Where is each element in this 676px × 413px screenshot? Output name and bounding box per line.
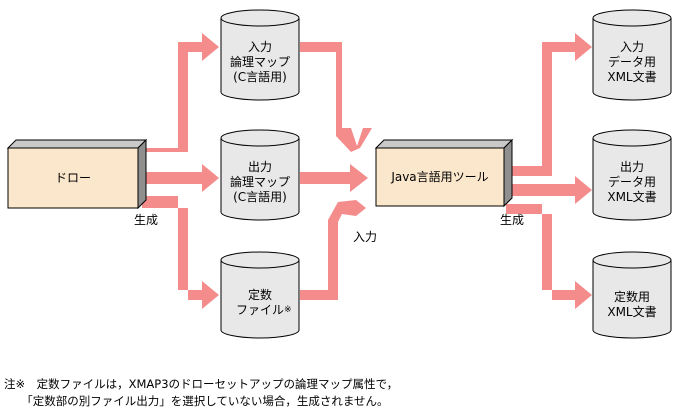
output-logical-map-label: 出力 論理マップ (C言語用) — [229, 160, 290, 204]
output-data-xml-cylinder — [592, 129, 672, 221]
footnote-line-2: 「定数部の別ファイル出力」を選択していない場合，生成されません。 — [4, 394, 389, 408]
constants-xml-label: 定数用 XML文書 — [607, 290, 657, 319]
input-data-xml-cylinder — [592, 9, 672, 101]
output-logical-map-cylinder — [220, 129, 300, 221]
input-logical-map-label: 入力 論理マップ (C言語用) — [229, 40, 290, 84]
flow-arrows — [142, 33, 592, 309]
tool-label: Java言語用ツール — [391, 170, 489, 184]
arrow-tool-to-outputs — [506, 33, 592, 309]
input-data-xml-label: 入力 データ用 XML文書 — [607, 40, 657, 84]
constants-file-label: 定数 ファイル — [235, 288, 284, 317]
output-data-xml-label: 出力 データ用 XML文書 — [607, 160, 657, 204]
input-logical-map-cylinder — [220, 9, 300, 101]
constants-xml-cylinder — [592, 251, 672, 339]
drawing-box — [6, 138, 148, 210]
note-mark: ※ — [284, 305, 292, 315]
drawing-label: ドロー — [54, 171, 91, 185]
arrow-drawing-to-inputs — [142, 33, 219, 309]
constants-file-cylinder — [220, 251, 300, 339]
footnote-line-1: 注※ 定数ファイルは，XMAP3のドローセットアップの論理マップ属性で， — [4, 377, 399, 391]
tool-box — [374, 138, 514, 208]
tool-generate-label: 生成 — [499, 213, 524, 227]
constants-file-label-wrap: 定数 ファイル※ — [221, 288, 299, 318]
input-arrow-label: 入力 — [352, 230, 377, 244]
drawing-generate-label: 生成 — [133, 213, 158, 227]
arrow-inputs-to-tool — [300, 42, 372, 300]
